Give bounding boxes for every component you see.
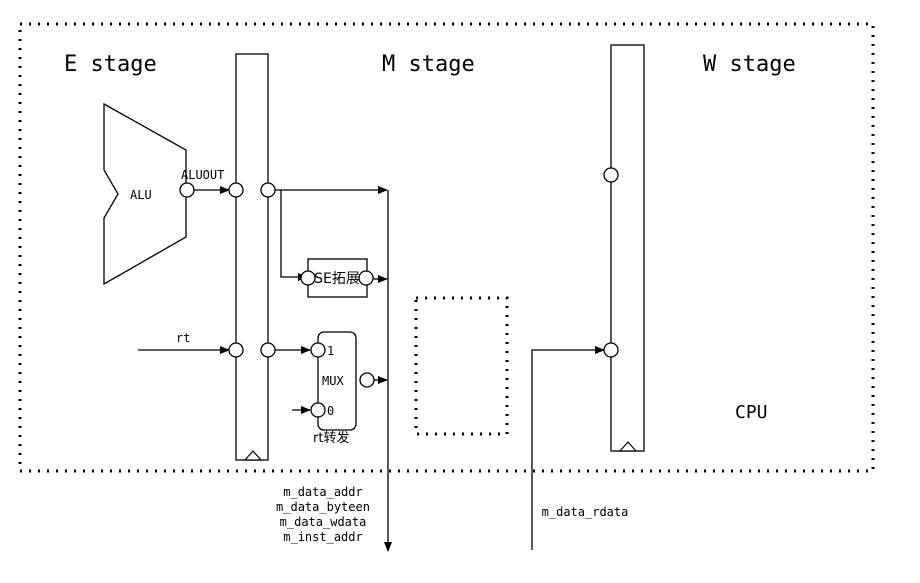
se-output-port	[358, 270, 374, 286]
em-rt-out-port	[260, 342, 276, 358]
em-rt-in-port	[228, 342, 244, 358]
m-stage-label: M stage	[382, 52, 475, 77]
memory-placeholder-box	[414, 296, 509, 436]
rdata-wire	[531, 346, 605, 550]
mux-output-port	[359, 372, 375, 388]
se-input-port	[300, 270, 316, 286]
mux-input-0-label: 0	[327, 404, 334, 418]
mux-label: MUX	[322, 374, 344, 388]
mux-input-0-port	[310, 402, 326, 418]
alu-block	[103, 102, 187, 286]
em-clock-triangle	[243, 450, 263, 461]
rdata-label: m_data_rdata	[542, 505, 629, 519]
bus-signal-label: m_data_wdata	[280, 515, 367, 529]
alu-output-port	[179, 182, 195, 198]
mux-input-1-label: 1	[327, 344, 334, 358]
cpu-boundary	[18, 22, 875, 473]
cpu-label: CPU	[735, 402, 768, 423]
mux-caption: rt转发	[313, 430, 349, 446]
bus-signal-label: m_inst_addr	[283, 530, 362, 544]
em-aluout-in-port	[228, 182, 244, 198]
mux-input-1-port	[310, 342, 326, 358]
bus-signal-label: m_data_addr	[283, 485, 362, 499]
mw-pipeline-register	[610, 44, 645, 452]
alu-to-se-wire	[280, 190, 308, 281]
rt-input-label: rt	[176, 331, 190, 345]
aluout-label: ALUOUT	[181, 168, 224, 182]
em-aluout-out-port	[260, 182, 276, 198]
se-extend-label: SE拓展	[314, 271, 360, 287]
em-pipeline-register	[235, 53, 269, 461]
bus-signal-label: m_data_byteen	[276, 500, 370, 514]
mw-upper-port	[603, 167, 619, 183]
mw-clock-triangle	[618, 441, 638, 452]
mw-rdata-port	[603, 342, 619, 358]
w-stage-label: W stage	[703, 52, 796, 77]
e-stage-label: E stage	[64, 52, 157, 77]
alu-label: ALU	[130, 188, 152, 202]
rt-forward-mux	[317, 331, 357, 431]
